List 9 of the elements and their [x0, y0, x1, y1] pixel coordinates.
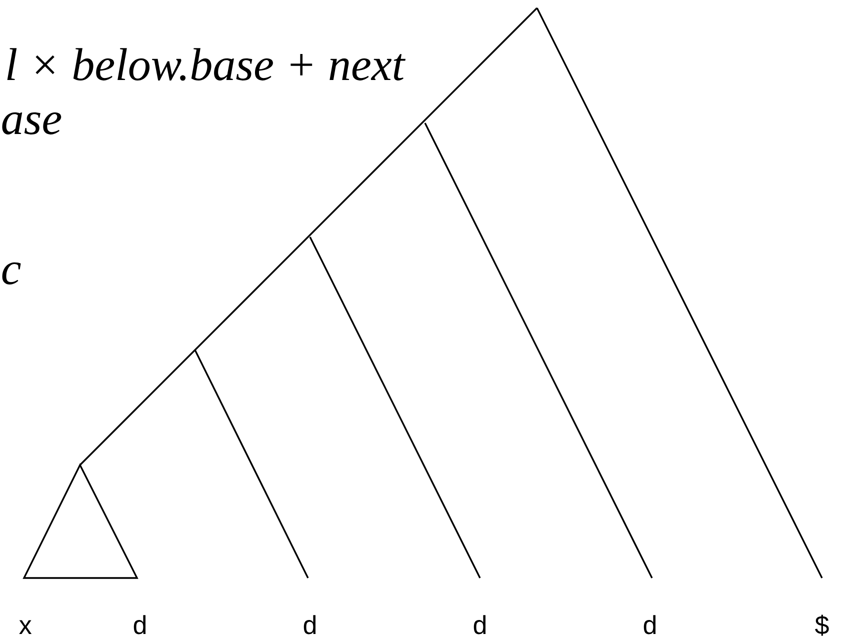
formula-text: c	[2, 262, 21, 284]
leaf-symbol: d	[644, 615, 656, 634]
leaf-symbol: x	[19, 620, 32, 634]
leaf-symbol: $	[815, 614, 829, 636]
leaf-symbol: d	[474, 615, 486, 634]
leaf-symbol: d	[304, 615, 316, 634]
leaf-symbol: d	[134, 615, 146, 634]
formula-text: l × below.base + next	[7, 48, 406, 81]
formula-text: ase	[2, 112, 62, 134]
